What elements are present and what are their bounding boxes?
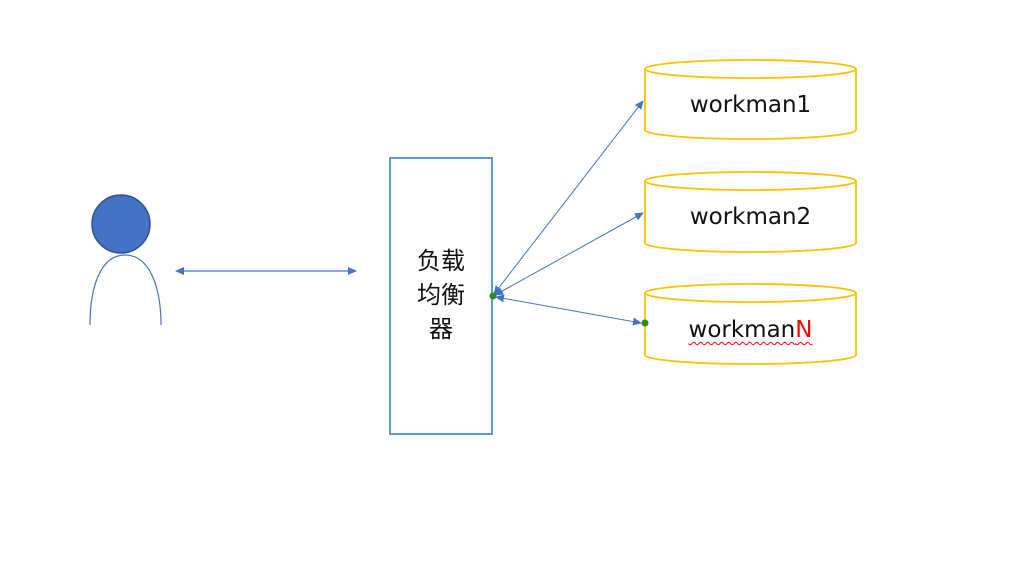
lb-label-line-3: 器 — [429, 315, 453, 343]
person-head — [91, 194, 151, 254]
lb-label-line-1: 负载 — [417, 247, 465, 275]
lb-label-line-2: 均衡 — [417, 281, 465, 309]
worker-label-3-suffix: N — [795, 317, 813, 343]
lb-worker1-arrow — [493, 100, 644, 295]
person-body — [89, 254, 162, 326]
worker-label-2: workman2 — [689, 204, 812, 230]
worker-cylinder-2 — [644, 171, 857, 253]
worker-cylinder-1 — [644, 59, 857, 140]
load-balancer-label: 负载 均衡 器 — [390, 244, 492, 346]
worker-label-1: workman1 — [689, 92, 812, 118]
worker-label-3: workmanN — [645, 315, 856, 345]
worker-cylinder-3 — [644, 283, 857, 365]
lb-connector-dot — [489, 292, 497, 300]
lb-worker2-arrow — [494, 212, 644, 296]
worker-label-3-prefix: workman — [688, 317, 796, 343]
person-icon — [89, 194, 162, 326]
lb-worker3-arrow — [495, 294, 642, 326]
worker-label-3-underlined: workmanN — [689, 317, 813, 343]
worker3-connector-dot — [641, 319, 649, 327]
